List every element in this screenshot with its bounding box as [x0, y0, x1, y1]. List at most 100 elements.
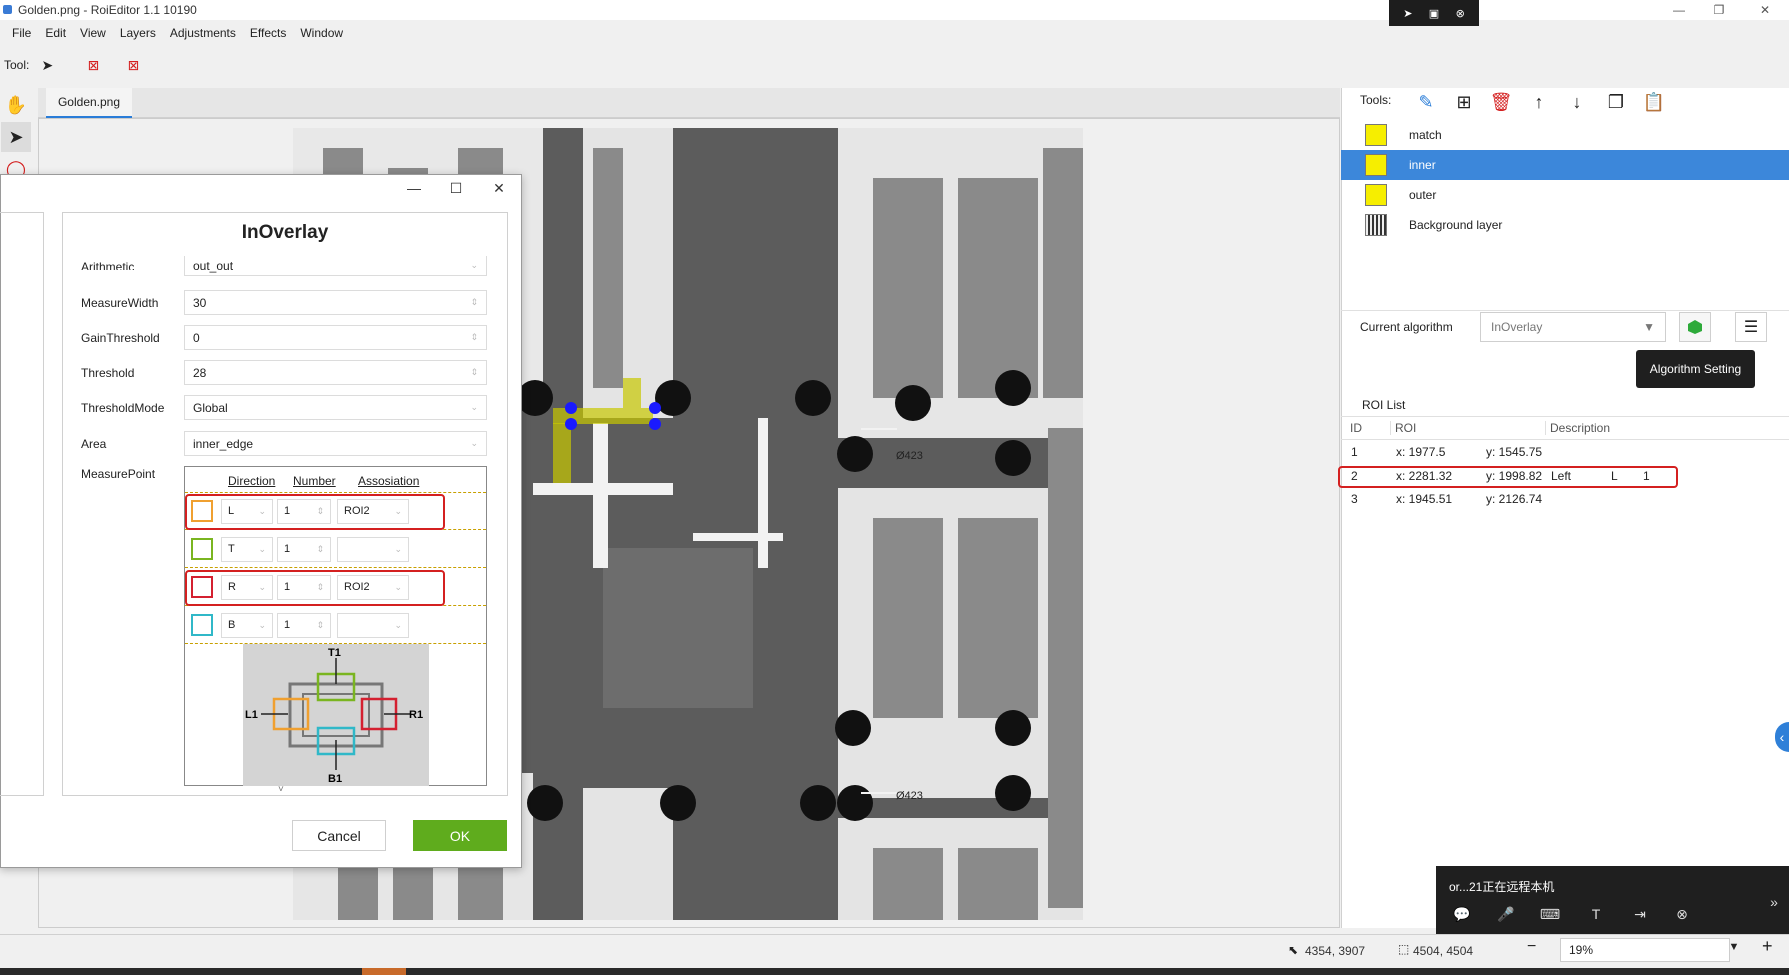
number-spinbox[interactable]: 1⇕: [277, 612, 331, 638]
settings-lines-icon: ☰: [1743, 319, 1759, 336]
remote-session-text: or...21正在远程本机: [1449, 880, 1555, 894]
app-icon: [3, 5, 12, 14]
display-icon[interactable]: ▣: [1428, 7, 1440, 20]
paste-icon[interactable]: 📋: [1642, 91, 1666, 112]
menu-view[interactable]: View: [80, 26, 106, 40]
add-layer-icon[interactable]: ⊞: [1456, 91, 1472, 112]
roi-row[interactable]: 3 x: 1945.51 y: 2126.74: [1341, 487, 1789, 510]
expand-icon[interactable]: »: [1770, 894, 1778, 910]
ok-button[interactable]: OK: [413, 820, 507, 851]
chat-icon[interactable]: 💬: [1453, 905, 1471, 922]
measurewidth-spinbox[interactable]: 30⇕: [184, 290, 487, 315]
dialog-main-pane: [62, 212, 508, 796]
direction-select[interactable]: T⌄: [221, 536, 273, 562]
keyboard-icon[interactable]: ⌨: [1539, 905, 1561, 922]
dialog-title: InOverlay: [241, 222, 329, 243]
layer-row-inner[interactable]: inner: [1341, 150, 1789, 180]
color-swatch-orange[interactable]: [191, 500, 213, 522]
menu-edit[interactable]: Edit: [45, 26, 67, 40]
tab-golden-png[interactable]: Golden.png: [46, 88, 132, 118]
dialog-close-button[interactable]: ✕: [493, 179, 505, 196]
direction-select[interactable]: B⌄: [221, 612, 273, 638]
number-spinbox[interactable]: 1⇕: [277, 536, 331, 562]
zoom-dropdown-icon[interactable]: ▼: [1728, 941, 1740, 953]
scroll-down-icon[interactable]: ˅: [278, 784, 284, 795]
roi-x: x: 1945.51: [1396, 491, 1453, 506]
number-spinbox[interactable]: 1⇕: [277, 574, 331, 600]
delete-all-icon[interactable]: ⊠: [127, 56, 140, 73]
layer-row-outer[interactable]: outer: [1341, 180, 1789, 210]
roi-y: y: 2126.74: [1486, 491, 1543, 506]
roi-id: 3: [1351, 491, 1358, 506]
dialog-maximize-button[interactable]: ☐: [449, 179, 463, 196]
thresholdmode-value: Global: [193, 400, 228, 415]
arrow-down-icon[interactable]: ↓: [1572, 91, 1582, 112]
algorithm-select[interactable]: InOverlay ▼: [1480, 312, 1666, 342]
thresholdmode-select[interactable]: Global⌄: [184, 395, 487, 420]
arrow-icon[interactable]: ➤: [1403, 7, 1413, 20]
hand-icon[interactable]: ✋: [4, 94, 28, 115]
gainthreshold-spinbox[interactable]: 0⇕: [184, 325, 487, 350]
color-swatch-cyan[interactable]: [191, 614, 213, 636]
measure-point-row-r: R⌄ 1⇕ ROI2⌄: [185, 569, 486, 606]
microphone-icon[interactable]: 🎤: [1497, 905, 1515, 922]
algorithm-cube-button[interactable]: [1679, 312, 1711, 342]
measurewidth-value: 30: [193, 295, 207, 310]
menu-effects[interactable]: Effects: [249, 26, 287, 40]
number-spinbox[interactable]: 1⇕: [277, 498, 331, 524]
window-title: Golden.png - RoiEditor 1.1 10190: [18, 3, 197, 17]
spinner-icon: ⇕: [316, 619, 324, 630]
zoom-in-button[interactable]: +: [1762, 936, 1773, 956]
prop-label-arithmetic: Arithmetic: [81, 260, 135, 270]
select-arrow-icon[interactable]: ➤: [1, 122, 31, 152]
minimize-button[interactable]: —: [1673, 3, 1685, 17]
menu-window[interactable]: Window: [300, 26, 344, 40]
text-icon[interactable]: T: [1591, 906, 1601, 922]
color-swatch-red[interactable]: [191, 576, 213, 598]
direction-value: T: [228, 543, 235, 555]
direction-select[interactable]: L⌄: [221, 498, 273, 524]
roi-row[interactable]: 2 x: 2281.32 y: 1998.82 Left L 1: [1341, 464, 1789, 487]
association-select[interactable]: ⌄: [337, 612, 409, 638]
maximize-button[interactable]: ❐: [1713, 3, 1725, 17]
association-select[interactable]: ROI2⌄: [337, 574, 409, 600]
collapse-panel-tab[interactable]: ‹: [1775, 722, 1789, 752]
arrow-up-icon[interactable]: ↑: [1534, 91, 1544, 112]
direction-select[interactable]: R⌄: [221, 574, 273, 600]
cancel-button[interactable]: Cancel: [292, 820, 386, 851]
disconnect-icon[interactable]: ⊗: [1676, 905, 1688, 922]
close-circle-icon[interactable]: ⊗: [1455, 7, 1465, 20]
association-value: ROI2: [344, 581, 370, 593]
prop-label-threshold: Threshold: [81, 366, 135, 380]
algorithm-settings-button[interactable]: ☰: [1735, 312, 1767, 342]
dialog-minimize-button[interactable]: —: [407, 180, 421, 196]
close-button[interactable]: ✕: [1759, 3, 1771, 17]
color-swatch-green[interactable]: [191, 538, 213, 560]
algorithm-setting-tooltip: Algorithm Setting: [1636, 350, 1755, 388]
menu-layers[interactable]: Layers: [119, 26, 156, 40]
layer-row-background[interactable]: Background layer: [1341, 210, 1789, 240]
circle-tool-icon[interactable]: ◯: [5, 158, 27, 179]
menu-adjustments[interactable]: Adjustments: [169, 26, 236, 40]
association-select[interactable]: ROI2⌄: [337, 498, 409, 524]
tool-label: Tool:: [4, 58, 30, 72]
arithmetic-select[interactable]: out_out⌄: [184, 256, 487, 276]
copy-icon[interactable]: ❐: [1607, 91, 1625, 112]
edit-pencil-icon[interactable]: ✎: [1418, 91, 1434, 112]
association-select[interactable]: ⌄: [337, 536, 409, 562]
roi-id: 2: [1351, 468, 1358, 483]
area-select[interactable]: inner_edge⌄: [184, 431, 487, 456]
spinner-icon: ⇕: [470, 367, 478, 377]
roi-row[interactable]: 1 x: 1977.5 y: 1545.75: [1341, 440, 1789, 463]
zoom-select[interactable]: 19%: [1560, 938, 1730, 962]
menu-file[interactable]: File: [12, 26, 32, 40]
trash-icon[interactable]: 🗑: [1489, 91, 1513, 112]
delete-roi-icon[interactable]: ⊠: [87, 56, 100, 73]
file-transfer-icon[interactable]: ⇥: [1634, 905, 1646, 922]
mp-header-direction: Direction: [228, 474, 276, 488]
layer-row-match[interactable]: match: [1341, 120, 1789, 150]
number-value: 1: [284, 543, 291, 555]
pointer-icon[interactable]: ➤: [41, 56, 54, 73]
zoom-out-button[interactable]: −: [1527, 938, 1537, 955]
threshold-spinbox[interactable]: 28⇕: [184, 360, 487, 385]
